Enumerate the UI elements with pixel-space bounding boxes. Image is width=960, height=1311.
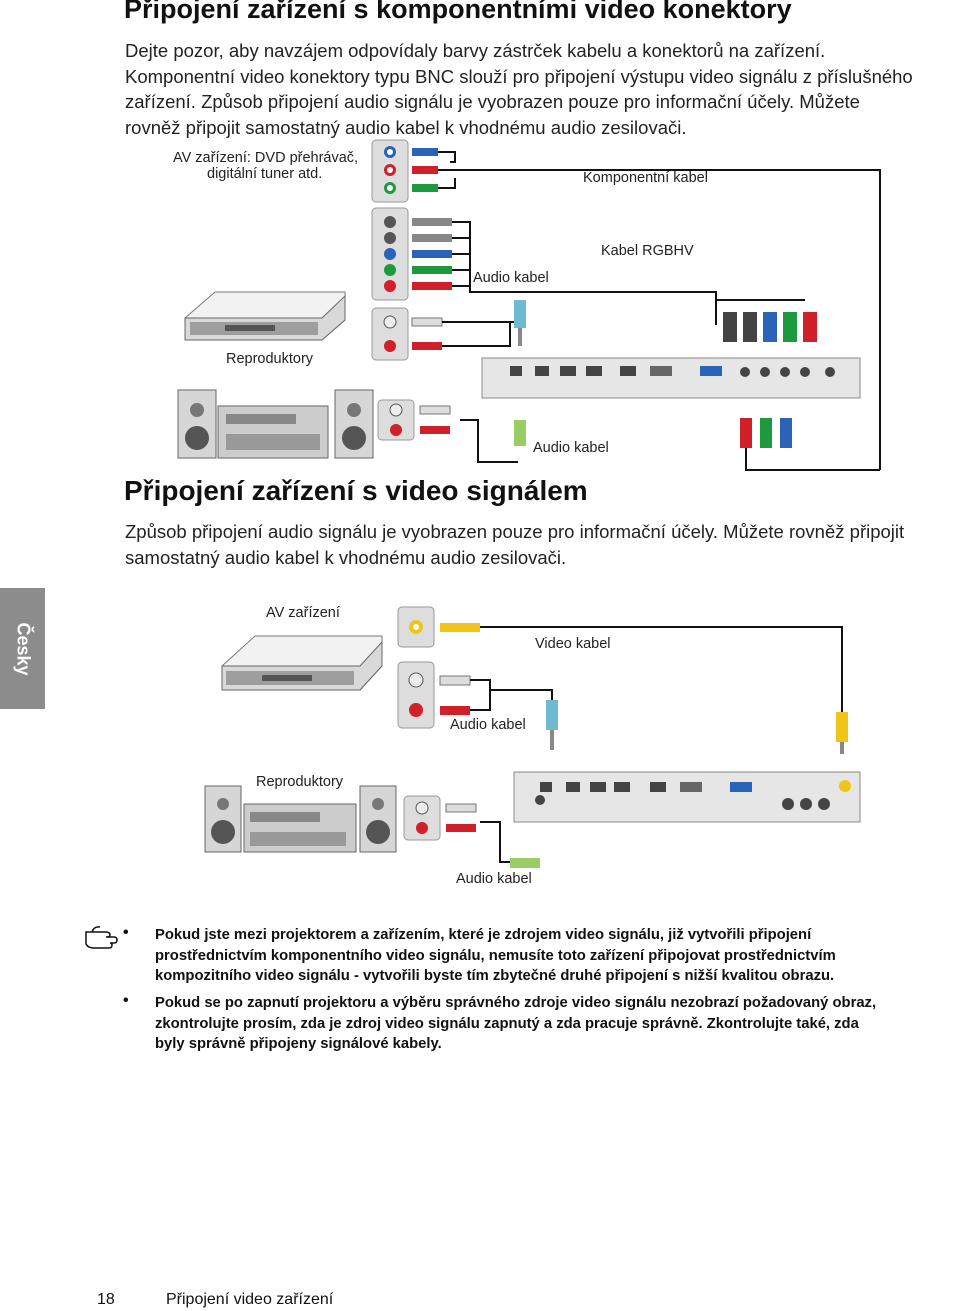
dvd-player-icon [184, 291, 346, 341]
audio-cable-label-bottom-2: Audio kabel [456, 871, 532, 887]
note-2-line-2: zkontrolujte prosím, zda je zdroj video … [155, 1015, 859, 1032]
note-1-line-1: Pokud jste mezi projektorem a zařízením,… [155, 927, 812, 943]
video-cables [470, 626, 843, 863]
note-1-line-2: prostřednictvím komponentního video sign… [155, 947, 836, 964]
av-device-label-line1: AV zařízení: DVD přehrávač, [173, 150, 359, 166]
section1-line-2: Komponentní video konektory typu BNC slo… [125, 65, 913, 87]
stereo-speakers-icon [177, 389, 374, 459]
footer-section-name: Připojení video zařízení [166, 1291, 334, 1308]
av-device-component-panel [371, 139, 409, 361]
section1-title: Připojení zařízení s komponentními video… [124, 0, 792, 24]
note-2-line-1: Pokud se po zapnutí projektoru a výběru … [155, 995, 877, 1011]
page-number: 18 [97, 1291, 115, 1308]
note-2-bullet: • [123, 992, 129, 1009]
projector-io-panel-2 [513, 771, 861, 823]
section2-line-1: Způsob připojení audio signálu je vyobra… [125, 521, 905, 542]
note-2-line-3: byly správně připojeny signálové kabely. [155, 1036, 442, 1052]
note-1-line-3: kompozitního video signálu - vytvořili b… [155, 968, 835, 984]
rgbhv-cable-label: Kabel RGBHV [601, 243, 694, 259]
audio-cable-label-top: Audio kabel [473, 270, 549, 286]
section2-line-2: samostatný audio kabel k vhodnému audio … [125, 546, 567, 568]
av-device-icon [221, 635, 383, 691]
section1-paragraph: Dejte pozor, aby navzájem odpovídaly bar… [125, 38, 960, 140]
note-1-bullet: • [123, 924, 129, 941]
rgbhv-plugs [723, 312, 817, 342]
section1-line-3: zařízení. Způsob připojení audio signálu… [125, 91, 860, 112]
section1-line-1: Dejte pozor, aby navzájem odpovídaly bar… [125, 40, 826, 61]
audio-cable-label-bottom: Audio kabel [533, 440, 609, 456]
speakers-label-2: Reproduktory [256, 774, 344, 790]
projector-io-panel-icon [481, 357, 861, 399]
speakers-label: Reproduktory [226, 351, 314, 367]
language-side-tab: Česky [0, 588, 45, 709]
audio-plug-top [514, 300, 526, 346]
hand-pointer-icon [85, 926, 118, 949]
note-1: Pokud jste mezi projektorem a zařízením,… [155, 925, 960, 987]
av-device-video-panel [397, 606, 480, 729]
video-cable-label: Video kabel [535, 636, 611, 652]
component-plugs-projector [740, 418, 880, 471]
audio-cable-label-top-2: Audio kabel [450, 717, 526, 733]
component-plugs [411, 148, 452, 350]
video-audio-plugs [546, 700, 848, 754]
section1-line-4: rovněž připojit samostatný audio kabel k… [125, 116, 687, 138]
speaker-audio-plugs [377, 399, 526, 446]
note-2: Pokud se po zapnutí projektoru a výběru … [155, 993, 960, 1055]
av-device-label: AV zařízení [266, 605, 340, 621]
av-device-label-line2: digitální tuner atd. [207, 166, 323, 182]
component-cable-label: Komponentní kabel [583, 170, 708, 186]
stereo-speakers-icon-2 [204, 785, 540, 868]
section2-paragraph: Způsob připojení audio signálu je vyobra… [125, 519, 960, 570]
section2-title: Připojení zařízení s video signálem [124, 475, 588, 506]
